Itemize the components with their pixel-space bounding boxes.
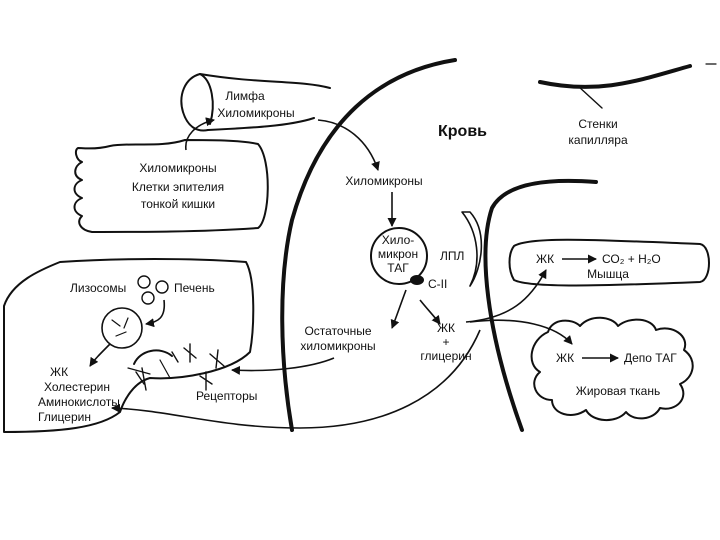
- receptors-label: Рецепторы: [196, 389, 257, 403]
- fa-glycerol-label-3: глицерин: [420, 349, 471, 363]
- adipose-fa-label: ЖК: [556, 351, 574, 365]
- muscle-products-label: СО₂ + Н₂О: [602, 252, 661, 266]
- liver-label: Печень: [174, 281, 215, 295]
- apo-c2-label: С-II: [428, 277, 447, 291]
- capillary-wall-inner: [483, 178, 598, 432]
- blood-label: Кровь: [438, 123, 487, 140]
- muscle-cell: ЖК СО₂ + Н₂О Мышца: [508, 238, 710, 287]
- liver-output-cholesterol: Холестерин: [44, 380, 110, 394]
- remnant-label-1: Остаточные: [304, 324, 371, 338]
- liver-cell: Лизосомы Печень ЖК Холестерин Аминокисло…: [3, 258, 255, 433]
- adipose-label: Жировая ткань: [576, 384, 660, 398]
- adipose-tissue: ЖК Депо ТАГ Жировая ткань: [530, 316, 694, 421]
- intestinal-epithelium: Хиломикроны Клетки эпителия тонкой кишки: [73, 139, 269, 233]
- capillary-label-1: Стенки: [578, 117, 617, 131]
- liver-output-aminoacids: Аминокислоты: [38, 395, 120, 409]
- capillary-wall-outer: [538, 64, 692, 89]
- adipose-depot-label: Депо ТАГ: [624, 351, 677, 365]
- lysosomes-label: Лизосомы: [70, 281, 126, 295]
- muscle-label: Мышца: [587, 267, 629, 281]
- lysosome-vesicle: [101, 307, 143, 349]
- lymph-vessel: Лимфа Хиломикроны: [180, 73, 331, 132]
- chylomicron-line2: микрон: [378, 247, 418, 261]
- lpl-label: ЛПЛ: [440, 249, 464, 263]
- muscle-fa-label: ЖК: [536, 252, 554, 266]
- epithelium-intestine-label: тонкой кишки: [141, 197, 215, 211]
- epithelium-cells-label: Клетки эпителия: [132, 180, 224, 194]
- chylomicron-particle: Хило- микрон ТАГ С-II: [370, 227, 447, 291]
- fa-glycerol-label-1: ЖК: [437, 321, 455, 335]
- liver-output-glycerol: Глицерин: [38, 410, 91, 424]
- epithelium-chylomicrons-label: Хиломикроны: [139, 161, 216, 175]
- lymph-label: Лимфа: [225, 89, 265, 103]
- blood-chylomicrons-label: Хиломикроны: [345, 174, 422, 188]
- lymph-chylomicrons-label: Хиломикроны: [217, 106, 294, 120]
- chylomicron-line3: ТАГ: [387, 261, 409, 275]
- liver-output-fa: ЖК: [50, 365, 68, 379]
- receptors: Рецепторы: [127, 343, 257, 403]
- capillary-label-2: капилляра: [568, 133, 628, 147]
- blood-vessel-wall: [280, 58, 457, 432]
- remnant-label-2: хиломикроны: [300, 339, 375, 353]
- lpl-enzyme: [461, 211, 483, 287]
- chylomicron-line1: Хило-: [382, 233, 415, 247]
- fa-glycerol-label-2: +: [442, 335, 449, 349]
